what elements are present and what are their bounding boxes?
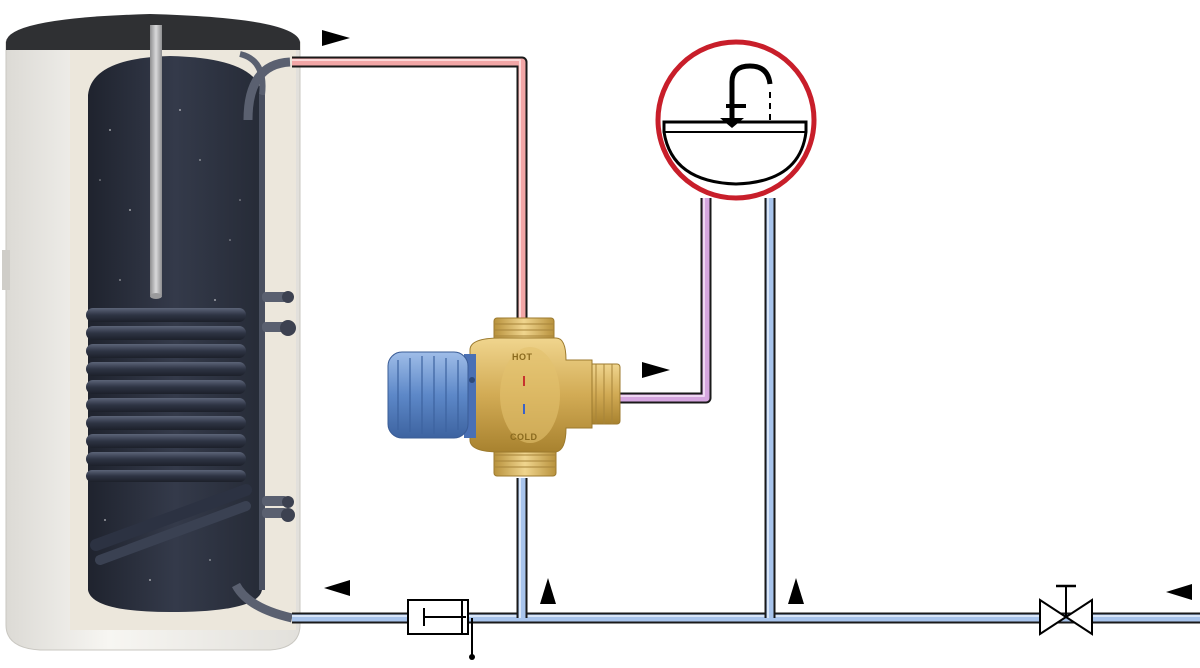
flow-arrow-icon bbox=[642, 362, 670, 378]
heat-exchanger-coil bbox=[86, 308, 252, 565]
gate-valve-icon bbox=[1039, 584, 1093, 636]
flow-arrow-icon bbox=[788, 578, 804, 604]
anode-rod bbox=[150, 25, 162, 295]
flow-arrows bbox=[322, 30, 1192, 604]
storage-tank bbox=[2, 14, 301, 651]
check-valve-icon bbox=[407, 599, 475, 660]
coil-connections bbox=[262, 291, 296, 522]
flow-arrow-icon bbox=[322, 30, 350, 46]
mixed-outlet-pipe bbox=[620, 198, 710, 402]
cold-inlet-tube bbox=[232, 582, 294, 623]
hot-outlet-tube bbox=[243, 57, 291, 121]
valve-cold-label: COLD bbox=[510, 432, 538, 442]
hot-supply-pipe-outline bbox=[292, 56, 528, 318]
hot-supply-pipe bbox=[292, 58, 526, 318]
valve-adjustment-knob bbox=[387, 351, 469, 439]
thermostatic-mixing-valve: HOT COLD bbox=[387, 317, 621, 477]
flow-arrow-icon bbox=[324, 580, 350, 596]
flow-arrow-icon bbox=[1166, 584, 1192, 600]
flow-arrow-icon bbox=[540, 578, 556, 604]
valve-hot-label: HOT bbox=[512, 352, 533, 362]
washbasin-tap-icon bbox=[655, 39, 817, 201]
